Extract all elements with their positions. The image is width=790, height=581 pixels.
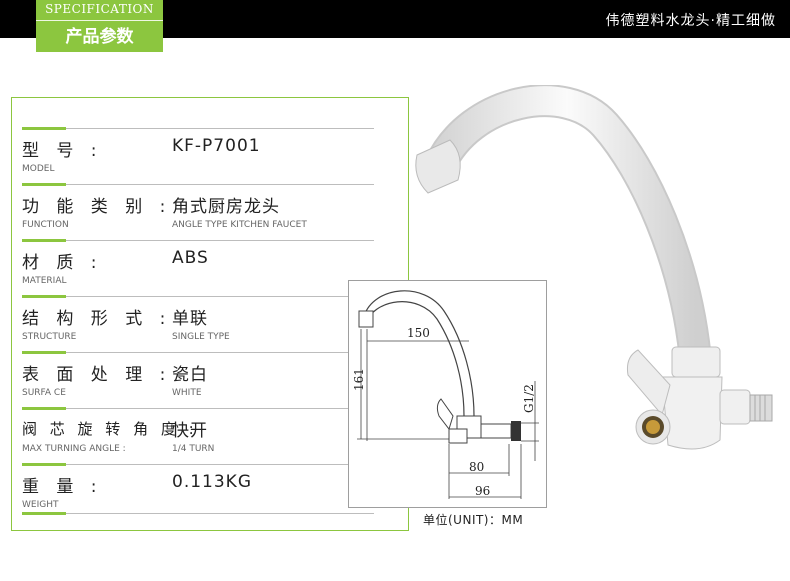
row-accent — [22, 239, 66, 242]
faucet-illustration — [415, 85, 773, 450]
spec-label: 结 构 形 式 : — [22, 309, 172, 329]
dim-150: 150 — [407, 326, 430, 340]
spec-row-weight: 重 量 : WEIGHT 0.113KG — [22, 463, 374, 519]
spec-row-surface: 表 面 处 理 : SURFA CE 瓷白 WHITE — [22, 351, 374, 407]
spec-row-function: 功 能 类 别 : FUNCTION 角式厨房龙头 ANGLE TYPE KIT… — [22, 183, 374, 239]
row-accent — [22, 407, 66, 410]
brand-slogan: 伟德塑料水龙头·精工细做 — [605, 13, 776, 29]
section-tag-cn: 产品参数 — [65, 27, 134, 47]
spec-value: KF-P7001 — [172, 136, 261, 156]
dimension-diagram: 150 161 G1/2 80 96 — [348, 280, 547, 508]
row-accent — [22, 295, 66, 298]
spec-value: 0.113KG — [172, 472, 252, 492]
row-accent — [22, 351, 66, 354]
spec-label: 功 能 类 别 : — [22, 197, 172, 217]
row-divider — [66, 128, 374, 129]
spec-label: 重 量 : — [22, 477, 103, 497]
spec-row-material: 材 质 : MATERIAL ABS — [22, 239, 374, 295]
section-tag: SPECIFICATION 产品参数 — [36, 0, 163, 52]
spec-label-en: MODEL — [22, 164, 55, 174]
dim-96: 96 — [475, 484, 490, 498]
dim-80: 80 — [469, 460, 484, 474]
dim-g12: G1/2 — [522, 384, 536, 413]
spec-value-en: WHITE — [172, 388, 202, 398]
diagram-spout-outline — [363, 290, 475, 417]
row-divider — [66, 240, 374, 241]
unit-label: 单位(UNIT)：MM — [423, 513, 524, 527]
row-divider — [66, 464, 374, 465]
spec-value: ABS — [172, 248, 209, 268]
spec-label-en: MAX TURNING ANGLE : — [22, 444, 126, 454]
spec-value-en: ANGLE TYPE KITCHEN FAUCET — [172, 220, 307, 230]
spec-value: 快开 — [172, 421, 208, 441]
row-divider — [66, 184, 374, 185]
faucet-handle — [627, 349, 671, 417]
row-divider — [66, 296, 374, 297]
row-accent — [22, 183, 66, 186]
spec-label-en: FUNCTION — [22, 220, 69, 230]
spec-value-en: 1/4 TURN — [172, 444, 215, 454]
faucet-collar — [671, 346, 721, 378]
spec-label: 阀 芯 旋 转 角 度 : — [22, 420, 198, 438]
faucet-nozzle — [415, 139, 461, 194]
section-tag-en: SPECIFICATION — [45, 2, 154, 16]
spec-value-en: SINGLE TYPE — [172, 332, 230, 342]
spec-row-model: 型 号 : MODEL KF-P7001 — [22, 127, 374, 183]
diagram-handle — [436, 398, 454, 431]
row-accent — [22, 463, 66, 466]
faucet-outlet — [719, 389, 751, 425]
spec-label-en: STRUCTURE — [22, 332, 77, 342]
spec-label-en: WEIGHT — [22, 500, 59, 510]
spec-label: 表 面 处 理 : — [22, 365, 172, 385]
spec-label-en: MATERIAL — [22, 276, 67, 286]
spec-label-en: SURFA CE — [22, 388, 66, 398]
spec-label: 材 质 : — [22, 253, 103, 273]
spec-row-structure: 结 构 形 式 : STRUCTURE 单联 SINGLE TYPE — [22, 295, 374, 351]
row-accent — [22, 127, 66, 130]
spec-value: 单联 — [172, 309, 208, 329]
row-divider — [66, 513, 374, 514]
row-divider — [66, 352, 374, 353]
row-accent — [22, 512, 66, 515]
spec-label: 型 号 : — [22, 141, 103, 161]
section-tag-divider — [36, 20, 163, 21]
row-divider — [66, 408, 374, 409]
faucet-thread — [749, 394, 773, 422]
dim-161: 161 — [352, 368, 366, 391]
spec-row-turning-angle: 阀 芯 旋 转 角 度 : MAX TURNING ANGLE : 快开 1/4… — [22, 407, 374, 463]
spec-value: 角式厨房龙头 — [172, 197, 280, 217]
spec-value: 瓷白 — [172, 365, 208, 385]
faucet-body — [661, 376, 723, 450]
